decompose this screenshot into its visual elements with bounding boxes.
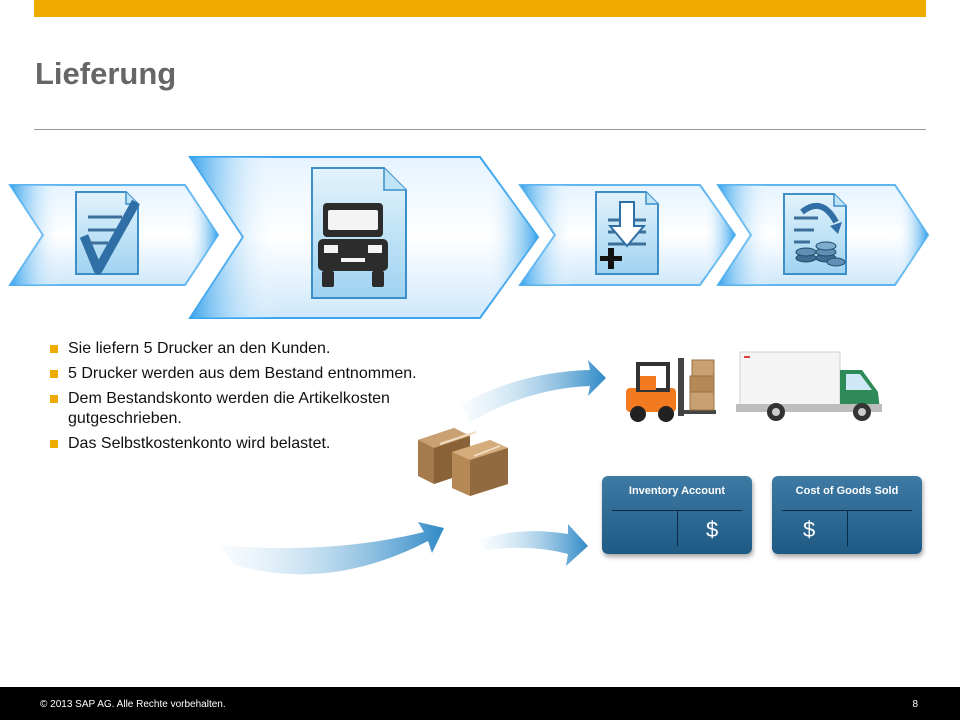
bullet-marker <box>50 440 58 448</box>
bullet-item: Sie liefern 5 Drucker an den Kunden. <box>50 339 430 359</box>
process-step-goods-issue <box>518 184 737 286</box>
delivery-truck-icon <box>736 351 882 421</box>
page-number: 8 <box>912 699 918 710</box>
inventory-account-title: Inventory Account <box>628 485 726 497</box>
process-flow <box>8 156 930 319</box>
title-divider <box>34 129 926 130</box>
cogs-account-card: Cost of Goods Sold $ <box>772 476 922 554</box>
bullet-marker <box>50 345 58 353</box>
process-step-cost <box>716 184 930 286</box>
document-coins-icon <box>783 193 847 275</box>
bullet-list: Sie liefern 5 Drucker an den Kunden. 5 D… <box>50 339 430 459</box>
bullet-item: Dem Bestandskonto werden die Artikelkost… <box>50 389 430 429</box>
bullet-item: 5 Drucker werden aus dem Bestand entnomm… <box>50 364 430 384</box>
bullet-item: Das Selbstkostenkonto wird belastet. <box>50 434 430 454</box>
curved-arrow-icon <box>220 522 444 575</box>
inventory-account-card: Inventory Account $ <box>602 476 752 554</box>
t-account-divider <box>847 510 848 546</box>
process-step-order <box>8 184 220 286</box>
bullet-marker <box>50 395 58 403</box>
cogs-account-value: $ <box>803 517 816 542</box>
inventory-account-value: $ <box>706 517 719 542</box>
process-step-delivery <box>188 156 540 319</box>
footer-bar: © 2013 SAP AG. Alle Rechte vorbehalten. … <box>0 687 960 720</box>
truck-document-icon <box>311 167 407 299</box>
boxes-icon <box>418 428 508 496</box>
arrow-right-icon <box>462 360 606 422</box>
slide-title: Lieferung <box>35 56 177 91</box>
forklift-icon <box>626 358 716 422</box>
document-checkmark-icon <box>75 191 140 275</box>
goods-flow-illustration <box>220 351 882 575</box>
bullet-marker <box>50 370 58 378</box>
arrow-right-icon <box>480 524 588 566</box>
t-account-divider <box>677 510 678 546</box>
document-arrow-plus-icon <box>595 191 659 275</box>
cogs-account-title: Cost of Goods Sold <box>795 485 899 497</box>
copyright-text: © 2013 SAP AG. Alle Rechte vorbehalten. <box>40 699 226 710</box>
top-accent-bar <box>34 0 926 17</box>
